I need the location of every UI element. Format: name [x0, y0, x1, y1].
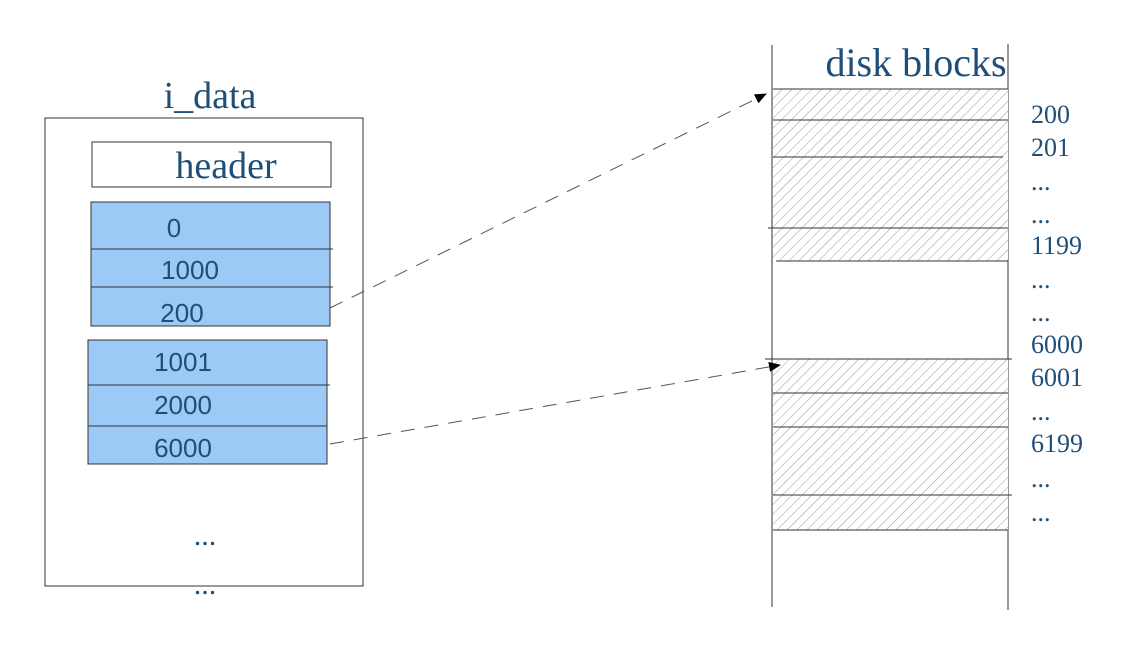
disk-block-6199: [773, 495, 1008, 530]
cell-6000: [87, 425, 328, 465]
cell-label: 1001: [154, 347, 212, 377]
cell-label: 6000: [154, 433, 212, 463]
block-number-label: ...: [1031, 265, 1051, 294]
disk-block-6001: [773, 393, 1008, 427]
i-data-title: i_data: [164, 75, 257, 117]
disk-block-range: [773, 157, 1008, 228]
pointer-arrow-6000: [329, 361, 781, 445]
block-number-label: ...: [1031, 167, 1051, 196]
cell-label: 200: [160, 298, 203, 328]
disk-block-6000: [773, 359, 1008, 393]
cell-label: 2000: [154, 390, 212, 420]
disk-block-201: [773, 120, 1008, 157]
disk-blocks-title: disk blocks: [825, 40, 1006, 85]
disk-block-hatched-rows: [773, 89, 1008, 530]
cell-2000: [87, 384, 328, 427]
cell-label: 0: [167, 213, 181, 243]
block-number-label: ...: [1031, 397, 1051, 426]
block-number-label: 1199: [1031, 231, 1082, 260]
disk-block-200: [773, 89, 1008, 120]
block-pointer-group-2: 1001 2000 6000: [87, 339, 330, 465]
header-label: header: [175, 145, 277, 187]
block-number-label: ...: [1031, 298, 1051, 327]
i-data-ellipsis: ...: [194, 519, 217, 552]
cell-1001: [87, 339, 328, 386]
block-number-label: 6000: [1031, 330, 1083, 359]
cell-label: 1000: [161, 255, 219, 285]
block-number-label: ...: [1031, 464, 1051, 493]
disk-block-dividers: [765, 88, 1012, 531]
cell-200: [90, 286, 331, 327]
block-pointer-group-1: 0 1000 200: [90, 201, 333, 328]
pointer-arrow-200: [329, 93, 767, 309]
header-box: [91, 141, 332, 188]
block-number-label: 200: [1031, 100, 1070, 129]
disk-block-labels: 200 201 ... ... 1199 ... ... 6000 6001 .…: [1031, 100, 1083, 527]
block-number-label: 201: [1031, 133, 1070, 162]
block-number-label: 6001: [1031, 363, 1083, 392]
block-number-label: 6199: [1031, 429, 1083, 458]
block-number-label: ...: [1031, 498, 1051, 527]
disk-block-range: [773, 427, 1008, 495]
i-data-ellipsis: ...: [194, 568, 217, 601]
disk-block-1199: [773, 228, 1008, 261]
cell-0: [90, 201, 331, 250]
block-number-label: ...: [1031, 200, 1051, 229]
